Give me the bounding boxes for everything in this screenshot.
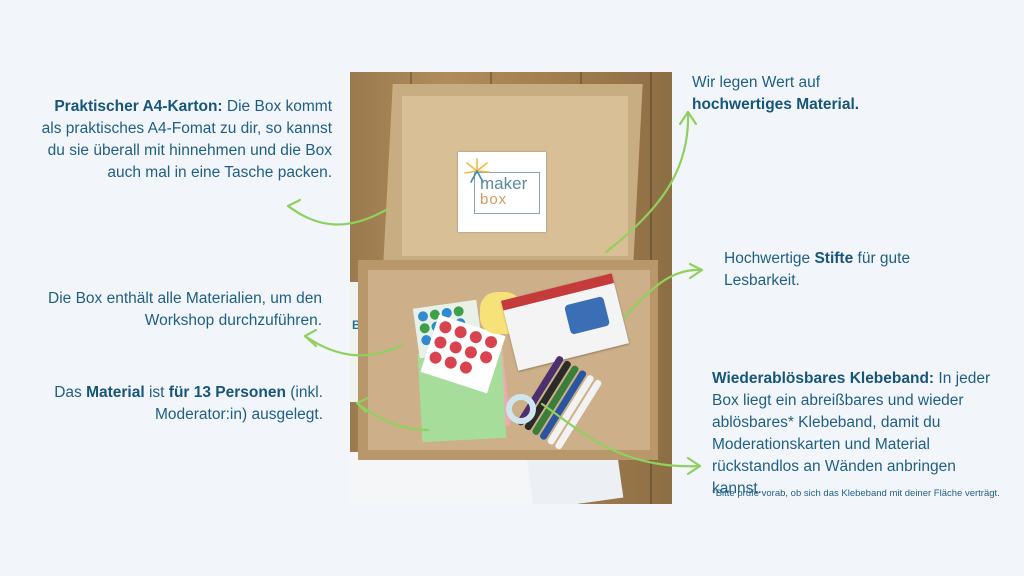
personen-bold-material: Material bbox=[86, 384, 145, 401]
karton-heading: Praktischer A4-Karton: bbox=[54, 98, 223, 115]
arrow-klebeband-head bbox=[686, 456, 702, 476]
stifte-description: Hochwertige Stifte für gute Lesbarkeit. bbox=[724, 248, 960, 292]
materialien-text: Die Box enthält alle Materialien, um den… bbox=[48, 290, 322, 329]
stifte-bold: Stifte bbox=[814, 250, 854, 267]
personen-pre: Das bbox=[54, 384, 87, 401]
arrow-stifte bbox=[622, 268, 704, 320]
klebeband-text: In jeder Box liegt ein abreißbares und w… bbox=[712, 370, 991, 497]
arrow-karton-head bbox=[286, 198, 302, 216]
material-description: Wir legen Wert auf hochwertiges Material… bbox=[692, 72, 932, 116]
personen-bold-count: für 13 Personen bbox=[168, 384, 286, 401]
arrow-klebeband bbox=[540, 402, 702, 468]
arrow-karton bbox=[286, 204, 388, 226]
stifte-pre: Hochwertige bbox=[724, 250, 815, 267]
klebeband-description: Wiederablösbares Klebeband: In jeder Box… bbox=[712, 368, 1008, 500]
label-maker-text: maker bbox=[480, 174, 528, 193]
stifte-post: für gute Lesbarkeit. bbox=[724, 250, 911, 289]
materialien-description: Die Box enthält alle Materialien, um den… bbox=[40, 288, 322, 332]
sun-logo-icon bbox=[464, 158, 490, 183]
printed-paper bbox=[350, 452, 550, 504]
arrow-materialien-head bbox=[303, 328, 318, 348]
label-box-text: box bbox=[480, 191, 508, 208]
arrow-materialien bbox=[303, 334, 404, 357]
personen-description: Das Material ist für 13 Personen (inkl. … bbox=[40, 382, 323, 426]
material-pre: Wir legen Wert auf bbox=[692, 74, 821, 91]
maker-box-photo: BEF maker box bbox=[350, 72, 672, 504]
klebeband-footnote: *Bitte prüfe vorab, ob sich das Klebeban… bbox=[712, 488, 1008, 500]
personen-post: (inkl. Moderator:in) ausgelegt. bbox=[154, 384, 323, 423]
arrow-hochwertig-head bbox=[678, 110, 698, 126]
karton-text: Die Box kommt als praktisches A4-Fomat z… bbox=[41, 98, 332, 181]
klebeband-heading: Wiederablösbares Klebeband: bbox=[712, 370, 935, 387]
maker-box-label: maker box bbox=[458, 152, 546, 232]
arrow-stifte-head bbox=[688, 262, 704, 280]
material-bold: hochwertiges Material. bbox=[692, 96, 860, 113]
arrow-hochwertig bbox=[604, 110, 690, 254]
arrow-personen-head bbox=[355, 396, 370, 414]
karton-description: Praktischer A4-Karton: Die Box kommt als… bbox=[40, 96, 332, 184]
footnote-text: *Bitte prüfe vorab, ob sich das Klebeban… bbox=[712, 488, 1000, 499]
tape-roll bbox=[506, 394, 536, 424]
arrow-personen bbox=[355, 401, 430, 432]
personen-mid: ist bbox=[144, 384, 169, 401]
